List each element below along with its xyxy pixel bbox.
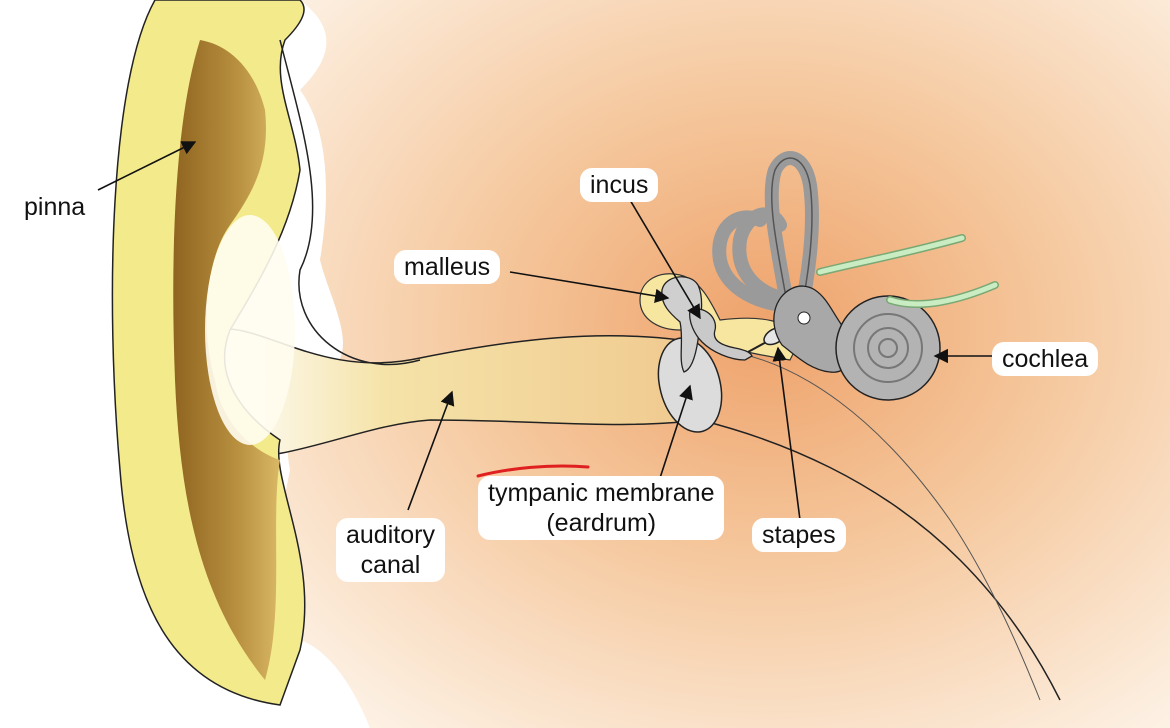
pointer-malleus: [509, 271, 670, 304]
label-auditory-canal-line2: canal: [360, 551, 421, 579]
malleus-bone: [661, 276, 703, 373]
label-cochlea: cochlea: [992, 342, 1099, 376]
label-incus: incus: [580, 168, 659, 202]
outline-curve-upper: [279, 39, 421, 366]
label-auditory-canal: auditory canal: [336, 518, 445, 582]
label-pinna: pinna: [14, 190, 96, 224]
pointer-pinna: [97, 141, 197, 191]
pointer-incus: [629, 199, 701, 320]
outline-curve-inner: [719, 349, 1041, 701]
pointer-lines: [97, 141, 998, 521]
pointer-eardrum: [659, 384, 693, 479]
label-stapes: stapes: [752, 518, 846, 552]
pinna-highlight: [205, 215, 295, 445]
red-annotation-mark: [476, 464, 590, 478]
pointer-stapes: [772, 346, 801, 521]
outline-curve-lower: [699, 419, 1061, 701]
label-malleus: malleus: [394, 250, 501, 284]
pointer-auditory-canal: [407, 390, 455, 511]
pinna-inner-shape: [173, 40, 280, 680]
label-tympanic-membrane-line1: tympanic membrane: [488, 479, 715, 507]
label-auditory-canal-line1: auditory: [346, 521, 435, 549]
incus-bone: [689, 308, 753, 361]
cochlea-shape: [835, 295, 941, 401]
vestibule-window: [797, 311, 811, 325]
label-tympanic-membrane: tympanic membrane (eardrum): [478, 476, 725, 540]
label-tympanic-membrane-line2: (eardrum): [546, 509, 657, 537]
